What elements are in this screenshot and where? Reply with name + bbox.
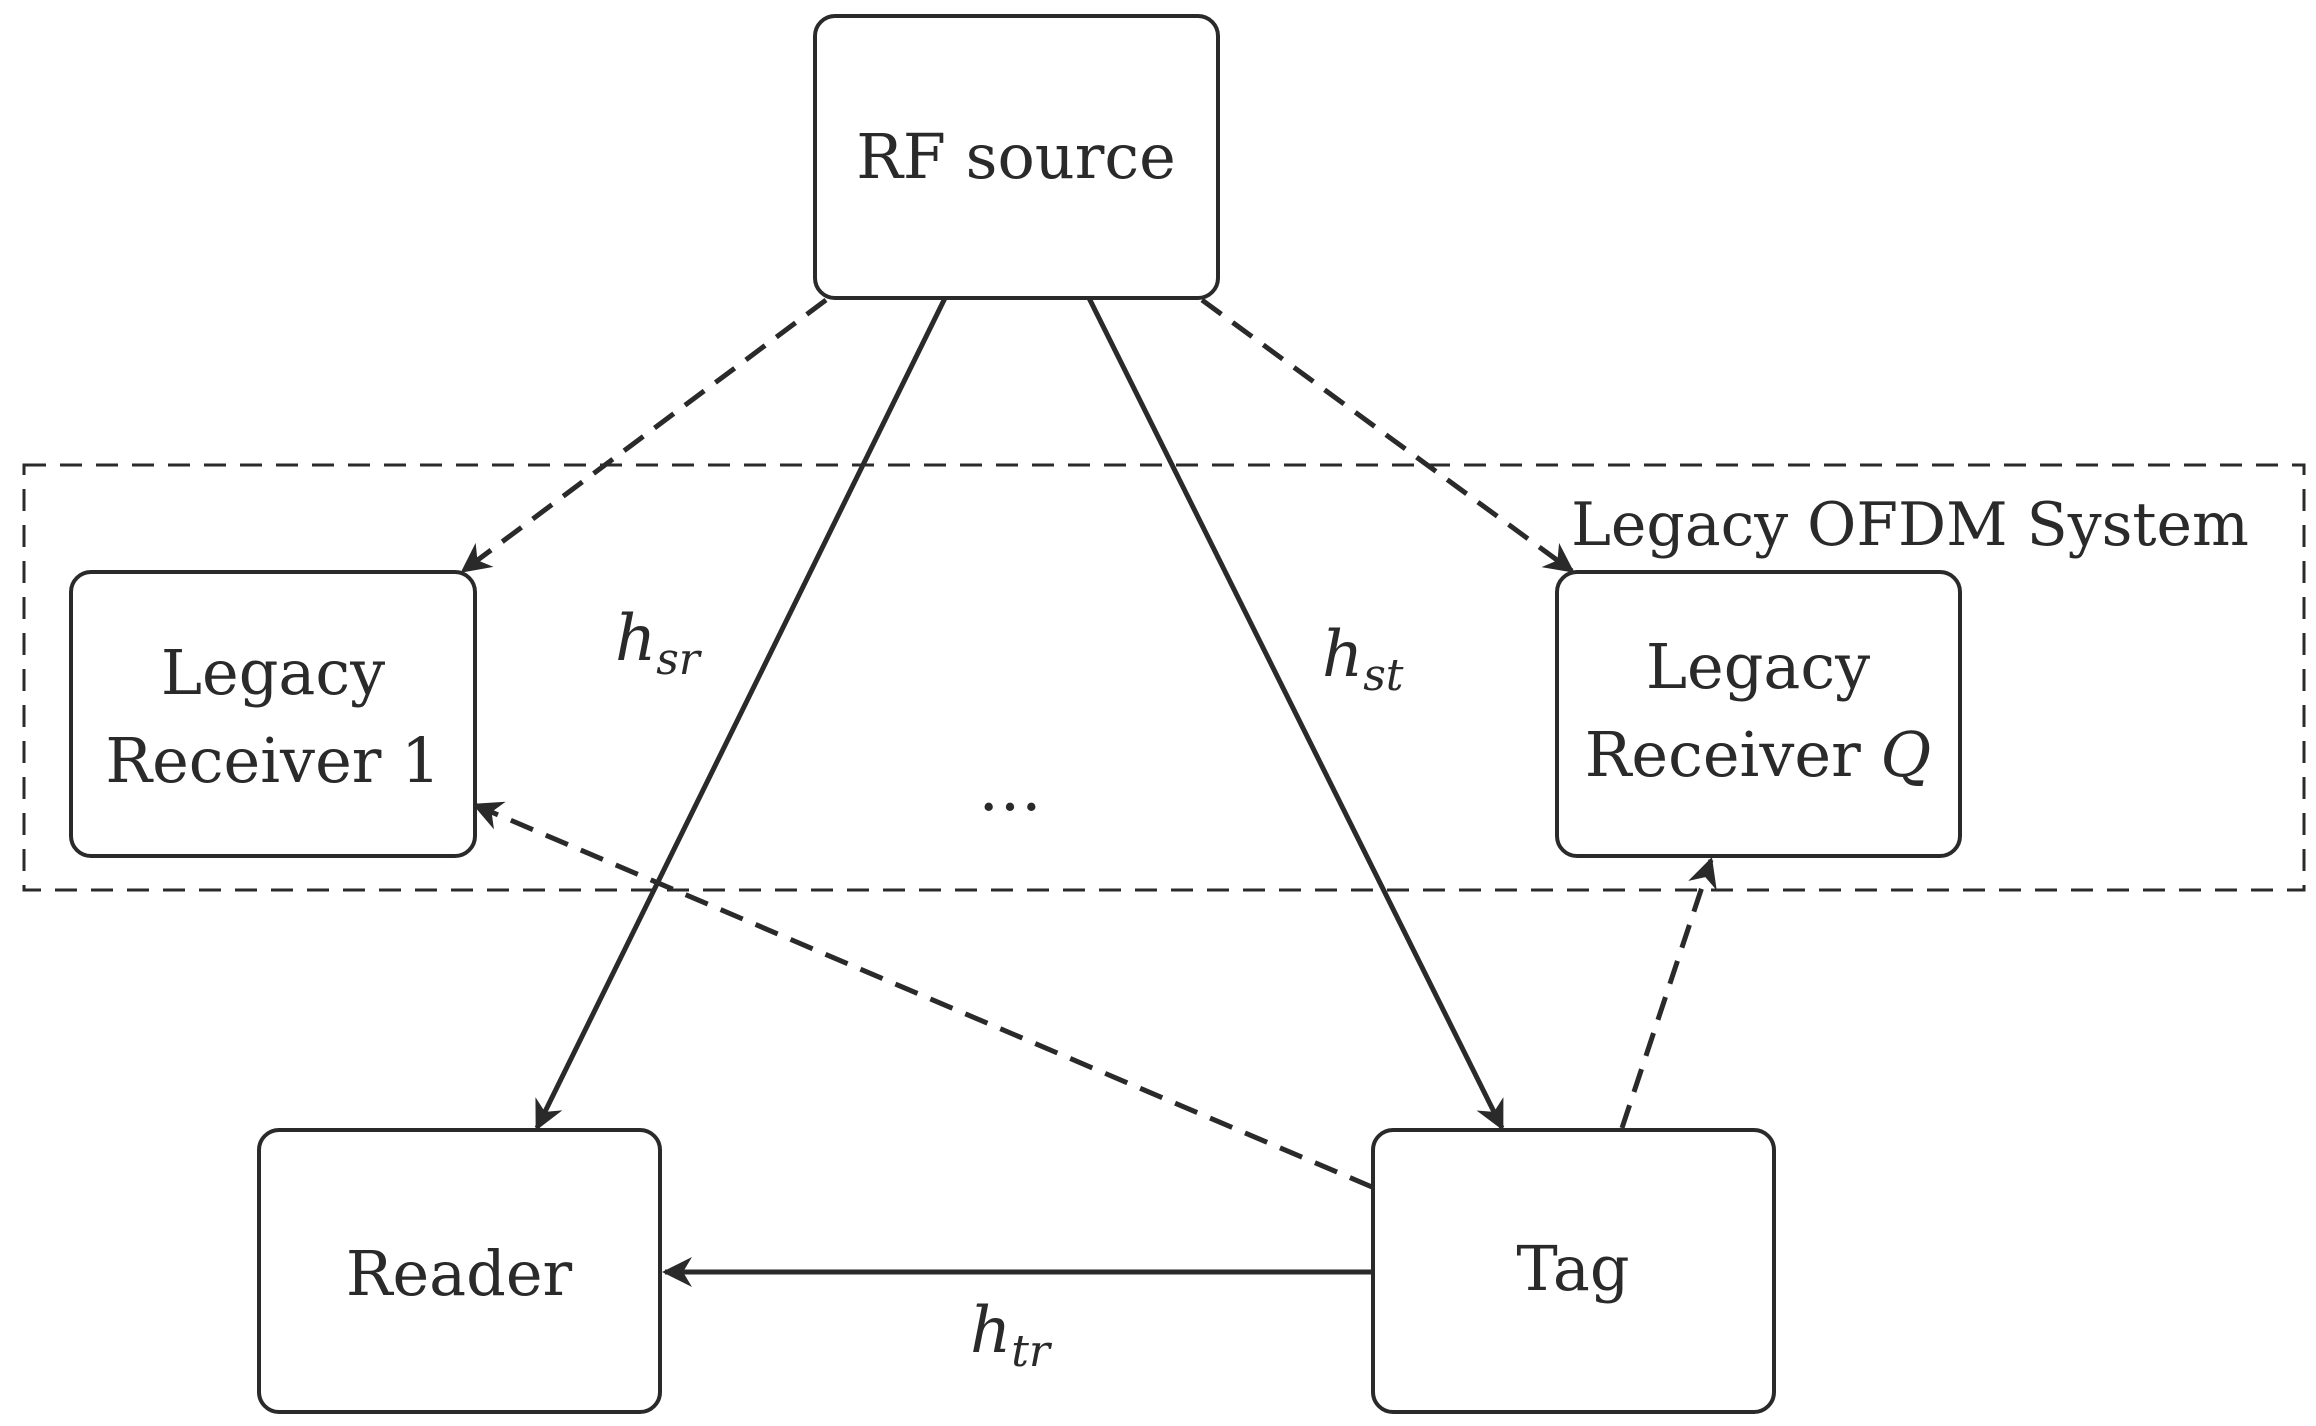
link-rf-to-tag <box>1085 294 1505 1131</box>
h-sr-base: h <box>615 602 656 676</box>
h-st-base: h <box>1322 618 1363 692</box>
legacy-receiver-q-line1: Legacy <box>1646 630 1870 703</box>
reader-label: Reader <box>346 1237 573 1310</box>
legacy-receiver-1-box <box>69 570 477 858</box>
node-reader: Reader <box>257 1128 662 1414</box>
h-tr-sub: tr <box>1011 1326 1053 1377</box>
channel-label-h-tr: htr <box>970 1294 1053 1377</box>
receivers-ellipsis: … <box>978 752 1042 826</box>
link-rf-to-legacy-receiver-q <box>1200 297 1575 574</box>
link-rf-to-reader <box>534 294 949 1131</box>
channel-label-h-st: hst <box>1322 618 1404 701</box>
legacy-receiver-q-math: Q <box>1880 718 1931 791</box>
link-rf-to-legacy-receiver-1 <box>460 297 828 574</box>
legacy-ofdm-region-label: Legacy OFDM System <box>1571 490 2249 560</box>
links-group <box>460 294 1717 1287</box>
reader-box <box>257 1128 662 1414</box>
h-sr-sub: sr <box>656 634 703 685</box>
rf-source-label: RF source <box>856 120 1176 193</box>
channel-label-h-sr: hsr <box>615 602 703 685</box>
link-tag-to-legacy-receiver-1 <box>472 801 1373 1190</box>
rf-source-box <box>813 14 1220 300</box>
legacy-receiver-1-line2: Receiver 1 <box>105 724 440 797</box>
h-tr-base: h <box>970 1294 1011 1368</box>
node-legacy-receiver-1: Legacy Receiver 1 <box>69 570 477 858</box>
legacy-receiver-q-line2-text: Receiver <box>1585 718 1881 791</box>
legacy-receiver-q-line2: Receiver Q <box>1585 718 1932 791</box>
node-tag: Tag <box>1371 1128 1776 1414</box>
legacy-ofdm-region <box>22 463 2306 892</box>
node-legacy-receiver-q: Legacy Receiver Q <box>1555 570 1962 858</box>
legacy-receiver-q-box <box>1555 570 1962 858</box>
legacy-receiver-1-line1: Legacy <box>161 636 385 709</box>
link-tag-to-legacy-receiver-q <box>1619 857 1717 1129</box>
tag-label: Tag <box>1516 1232 1629 1305</box>
node-rf-source: RF source <box>813 14 1220 300</box>
h-st-sub: st <box>1363 650 1404 701</box>
tag-box <box>1371 1128 1776 1414</box>
